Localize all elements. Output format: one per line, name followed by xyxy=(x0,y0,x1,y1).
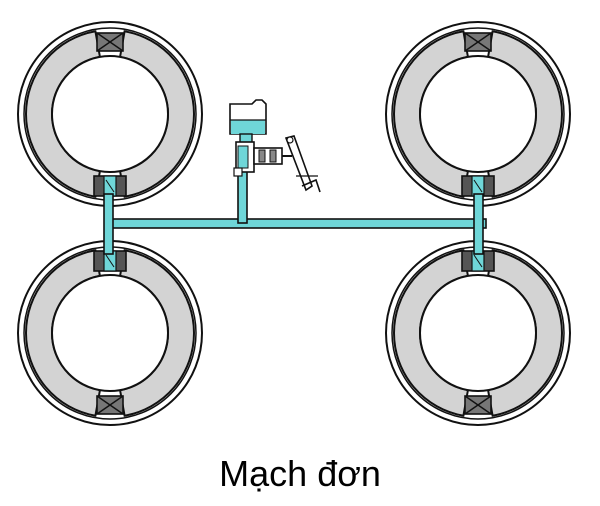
wheel-cylinder xyxy=(93,250,127,272)
anchor-pin xyxy=(464,395,492,415)
hub-circle xyxy=(419,55,537,173)
main-brake-line xyxy=(107,218,487,229)
wheel-rear-left xyxy=(17,240,203,426)
wheel-cylinder xyxy=(461,175,495,197)
hub-circle xyxy=(51,55,169,173)
anchor-pin xyxy=(96,395,124,415)
right-vertical-line xyxy=(473,193,484,255)
master-cylinder xyxy=(233,141,283,177)
hub-circle xyxy=(51,274,169,392)
wheel-front-left xyxy=(17,21,203,207)
anchor-pin xyxy=(464,32,492,52)
brake-lines xyxy=(103,149,487,255)
reservoir xyxy=(229,99,267,145)
diagram-caption: Mạch đơn xyxy=(219,453,381,494)
brake-pedal xyxy=(282,135,321,193)
left-vertical-line xyxy=(103,193,114,255)
wheel-cylinder xyxy=(93,175,127,197)
wheel-front-right xyxy=(385,21,571,207)
hub-circle xyxy=(419,274,537,392)
wheel-cylinder xyxy=(461,250,495,272)
wheel-rear-right xyxy=(385,240,571,426)
wheel-assemblies xyxy=(17,21,571,426)
anchor-pin xyxy=(96,32,124,52)
